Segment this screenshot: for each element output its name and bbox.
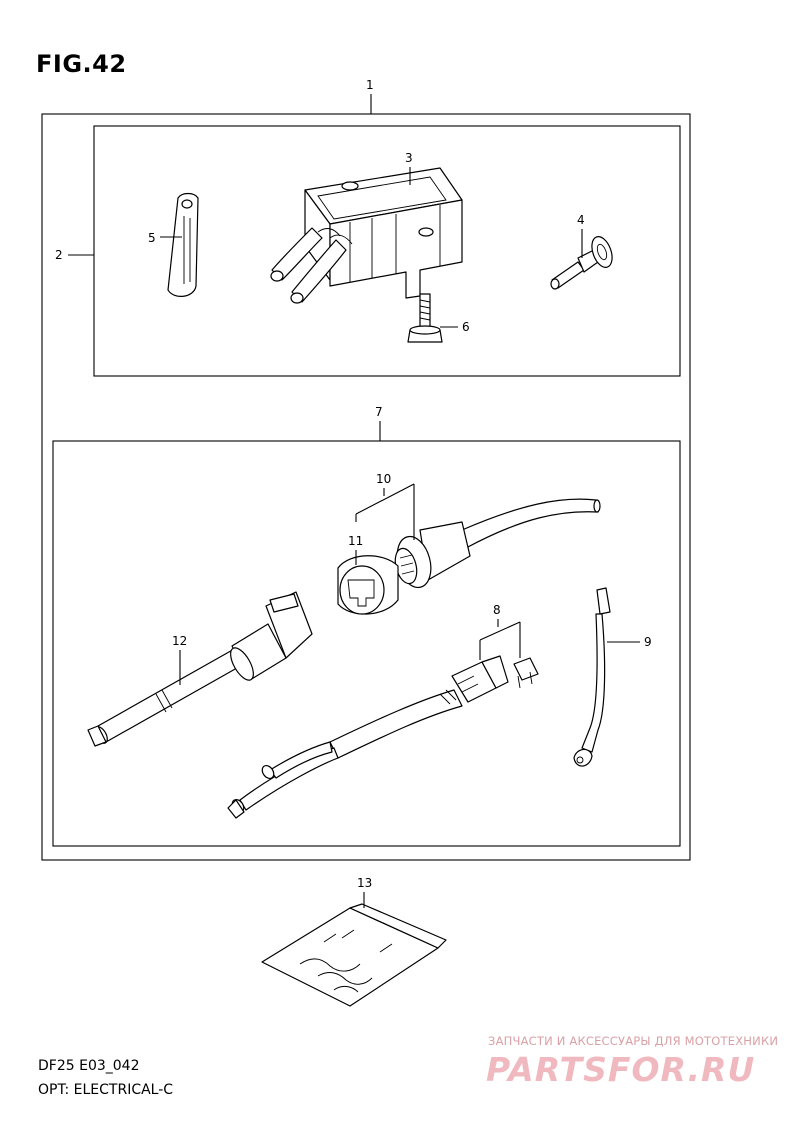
clamp-part-5[interactable] bbox=[167, 192, 199, 297]
outer-kit-frame bbox=[41, 113, 691, 861]
callout-10-label: 10 bbox=[376, 472, 391, 486]
regulator-kit-frame bbox=[93, 125, 681, 377]
group-name: OPT: ELECTRICAL-C bbox=[38, 1082, 174, 1098]
callout-2[interactable]: 2 bbox=[55, 248, 94, 262]
callout-7-label: 7 bbox=[375, 405, 383, 419]
callout-9-label: 9 bbox=[644, 635, 652, 649]
callout-6[interactable]: 6 bbox=[440, 320, 470, 334]
callout-12[interactable]: 12 bbox=[172, 634, 187, 685]
callout-3[interactable]: 3 bbox=[405, 151, 413, 185]
callout-10-11[interactable]: 10 11 bbox=[348, 472, 415, 565]
ground-lead-part-9[interactable] bbox=[573, 587, 611, 767]
cap-part-11[interactable] bbox=[337, 555, 399, 615]
callout-5-label: 5 bbox=[148, 231, 156, 245]
callout-7[interactable]: 7 bbox=[375, 405, 383, 441]
callout-1-label: 1 bbox=[366, 78, 374, 92]
callout-1[interactable]: 1 bbox=[366, 78, 374, 114]
callout-11-label: 11 bbox=[348, 534, 363, 548]
regulator-part-3[interactable] bbox=[270, 167, 463, 304]
harness-part-8[interactable] bbox=[227, 655, 539, 819]
callout-5[interactable]: 5 bbox=[148, 231, 182, 245]
bolt-part-6[interactable] bbox=[407, 293, 443, 343]
watermark-tagline: ЗАПЧАСТИ И АКСЕССУАРЫ ДЛЯ МОТОТЕХНИКИ bbox=[488, 1034, 779, 1048]
callout-13[interactable]: 13 bbox=[357, 876, 372, 908]
callout-2-label: 2 bbox=[55, 248, 63, 262]
callout-3-label: 3 bbox=[405, 151, 413, 165]
bag-part-13[interactable] bbox=[261, 903, 447, 1007]
callout-4[interactable]: 4 bbox=[577, 213, 585, 258]
cable-part-12[interactable] bbox=[87, 591, 313, 747]
grommet-part-4[interactable] bbox=[550, 234, 616, 290]
callout-13-label: 13 bbox=[357, 876, 372, 890]
callout-12-label: 12 bbox=[172, 634, 187, 648]
callout-9[interactable]: 9 bbox=[607, 635, 652, 649]
callout-8-label: 8 bbox=[493, 603, 501, 617]
callout-6-label: 6 bbox=[462, 320, 470, 334]
figure-title: FIG.42 bbox=[36, 50, 127, 78]
model-code: DF25 E03_042 bbox=[38, 1058, 140, 1074]
callout-4-label: 4 bbox=[577, 213, 585, 227]
watermark-logo: PARTSFOR.RU bbox=[486, 1050, 756, 1089]
socket-part-10[interactable] bbox=[392, 498, 601, 591]
harness-kit-frame bbox=[52, 440, 681, 847]
callout-8[interactable]: 8 bbox=[479, 603, 521, 660]
